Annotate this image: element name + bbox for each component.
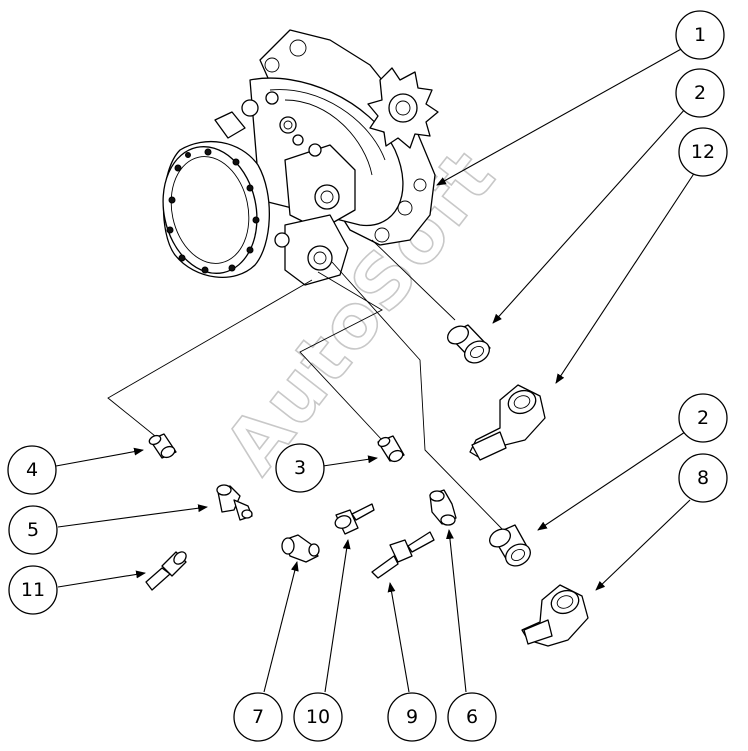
- callout-6: 6: [447, 692, 497, 742]
- drive-sprocket: [367, 67, 439, 149]
- hose-elbow-fitting-8: [521, 584, 589, 647]
- callout-11: 11: [8, 565, 58, 615]
- svg-text:2: 2: [694, 82, 706, 104]
- adapter-fitting-2-lower: [489, 524, 531, 567]
- svg-text:11: 11: [21, 579, 45, 601]
- callout-1: 1: [675, 10, 725, 60]
- elbow-fitting-7: [281, 534, 320, 563]
- svg-text:10: 10: [306, 706, 330, 728]
- svg-text:1: 1: [694, 24, 706, 46]
- svg-text:2: 2: [697, 407, 709, 429]
- callout-7: 7: [233, 692, 283, 742]
- svg-text:9: 9: [406, 706, 418, 728]
- leader-lines: [55, 47, 696, 693]
- callout-8: 8: [678, 453, 728, 503]
- callout-4: 4: [7, 445, 57, 495]
- callout-2-lower: 2: [678, 393, 728, 443]
- callout-2-upper: 2: [675, 68, 725, 118]
- svg-text:7: 7: [252, 706, 264, 728]
- adapter-fitting-10: [334, 503, 375, 535]
- end-cover: [162, 140, 270, 278]
- elbow-fitting-6: [429, 489, 457, 526]
- tee-fitting-5: [216, 484, 253, 521]
- callout-9: 9: [387, 692, 437, 742]
- svg-text:3: 3: [294, 457, 306, 479]
- callout-3: 3: [275, 443, 325, 493]
- svg-text:12: 12: [691, 141, 715, 163]
- male-adapter-fitting-4: [148, 433, 177, 459]
- male-adapter-fitting-3: [377, 435, 405, 463]
- hose-nipple-11: [145, 551, 187, 591]
- callout-10: 10: [293, 692, 343, 742]
- callout-5: 5: [8, 505, 58, 555]
- straight-nipple-9: [371, 531, 435, 579]
- callout-12: 12: [678, 127, 728, 177]
- assembly-routing-lines: [107, 239, 506, 533]
- svg-text:4: 4: [26, 459, 38, 481]
- svg-text:8: 8: [697, 467, 709, 489]
- adapter-fitting-2-upper: [447, 324, 491, 364]
- hydraulic-motor-assembly: [162, 29, 439, 286]
- hose-elbow-fitting-12: [469, 384, 546, 461]
- svg-text:5: 5: [27, 519, 39, 541]
- svg-text:6: 6: [466, 706, 478, 728]
